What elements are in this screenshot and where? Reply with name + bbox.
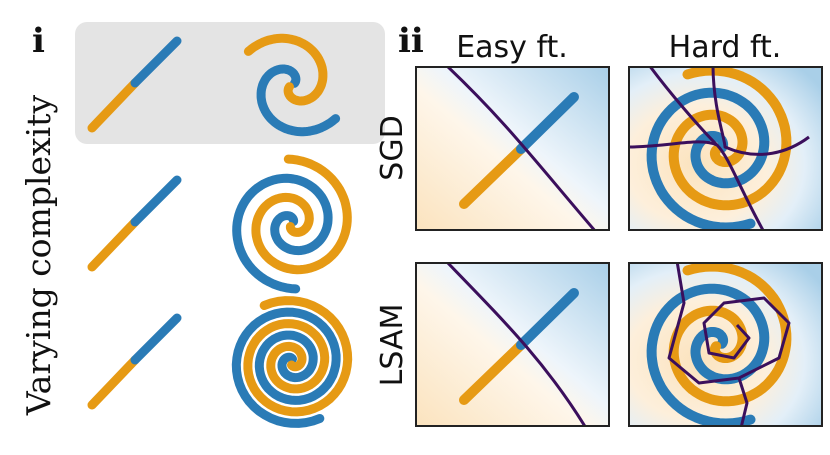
data-orange: [459, 144, 526, 209]
plot-4: [628, 262, 823, 427]
varying-complexity-label: Varying complexity: [19, 95, 58, 417]
line-orange-segment: [87, 78, 140, 133]
plot-background: [416, 263, 609, 426]
line-blue-segment: [130, 175, 182, 227]
plot-2: [628, 66, 823, 231]
spiral-arm-1: [256, 64, 341, 137]
plot-frame: [628, 262, 823, 427]
line-orange-segment: [87, 217, 140, 272]
plot-frame: [415, 66, 610, 231]
panel-ii-content: [415, 66, 823, 427]
spiral-arm-1: [231, 307, 341, 428]
panel-i-letter: i: [32, 21, 45, 61]
spiral-arm-1: [232, 173, 333, 294]
line-blue-segment: [130, 313, 182, 365]
row-label-sgd: SGD: [375, 115, 410, 180]
spiral-arm-2: [251, 154, 352, 275]
spiral-arm-2: [243, 296, 353, 417]
plot-inner: [445, 67, 597, 230]
highlight-box: [75, 22, 385, 144]
plot-inner: [629, 67, 810, 230]
plot-3: [415, 262, 610, 427]
plot-1: [415, 66, 610, 231]
row-label-lsam: LSAM: [375, 304, 410, 387]
data-orange: [459, 340, 526, 405]
panel-i-content: [87, 33, 353, 428]
decision-boundary: [445, 67, 597, 230]
plot-inner: [445, 263, 587, 426]
data-blue: [516, 288, 579, 350]
column-label-easy: Easy ft.: [456, 30, 568, 65]
panel-i-row-1: [87, 33, 341, 137]
data-spiral-arm-1: [646, 283, 770, 426]
panel-i-row-2: [87, 154, 352, 294]
plot-inner: [646, 263, 792, 426]
line-blue-segment: [130, 36, 182, 88]
panel-i-row-3: [87, 296, 353, 428]
line-orange-segment: [87, 355, 140, 410]
column-label-hard: Hard ft.: [669, 30, 782, 65]
panel-ii-letter: ii: [398, 21, 424, 61]
plot-background: [416, 67, 609, 230]
plot-frame: [415, 262, 610, 427]
spiral-arm-2: [243, 33, 328, 106]
data-blue: [516, 92, 579, 154]
decision-boundary: [667, 263, 791, 426]
decision-boundary: [445, 263, 587, 426]
decision-boundary: [629, 67, 810, 230]
plot-frame: [628, 66, 823, 231]
